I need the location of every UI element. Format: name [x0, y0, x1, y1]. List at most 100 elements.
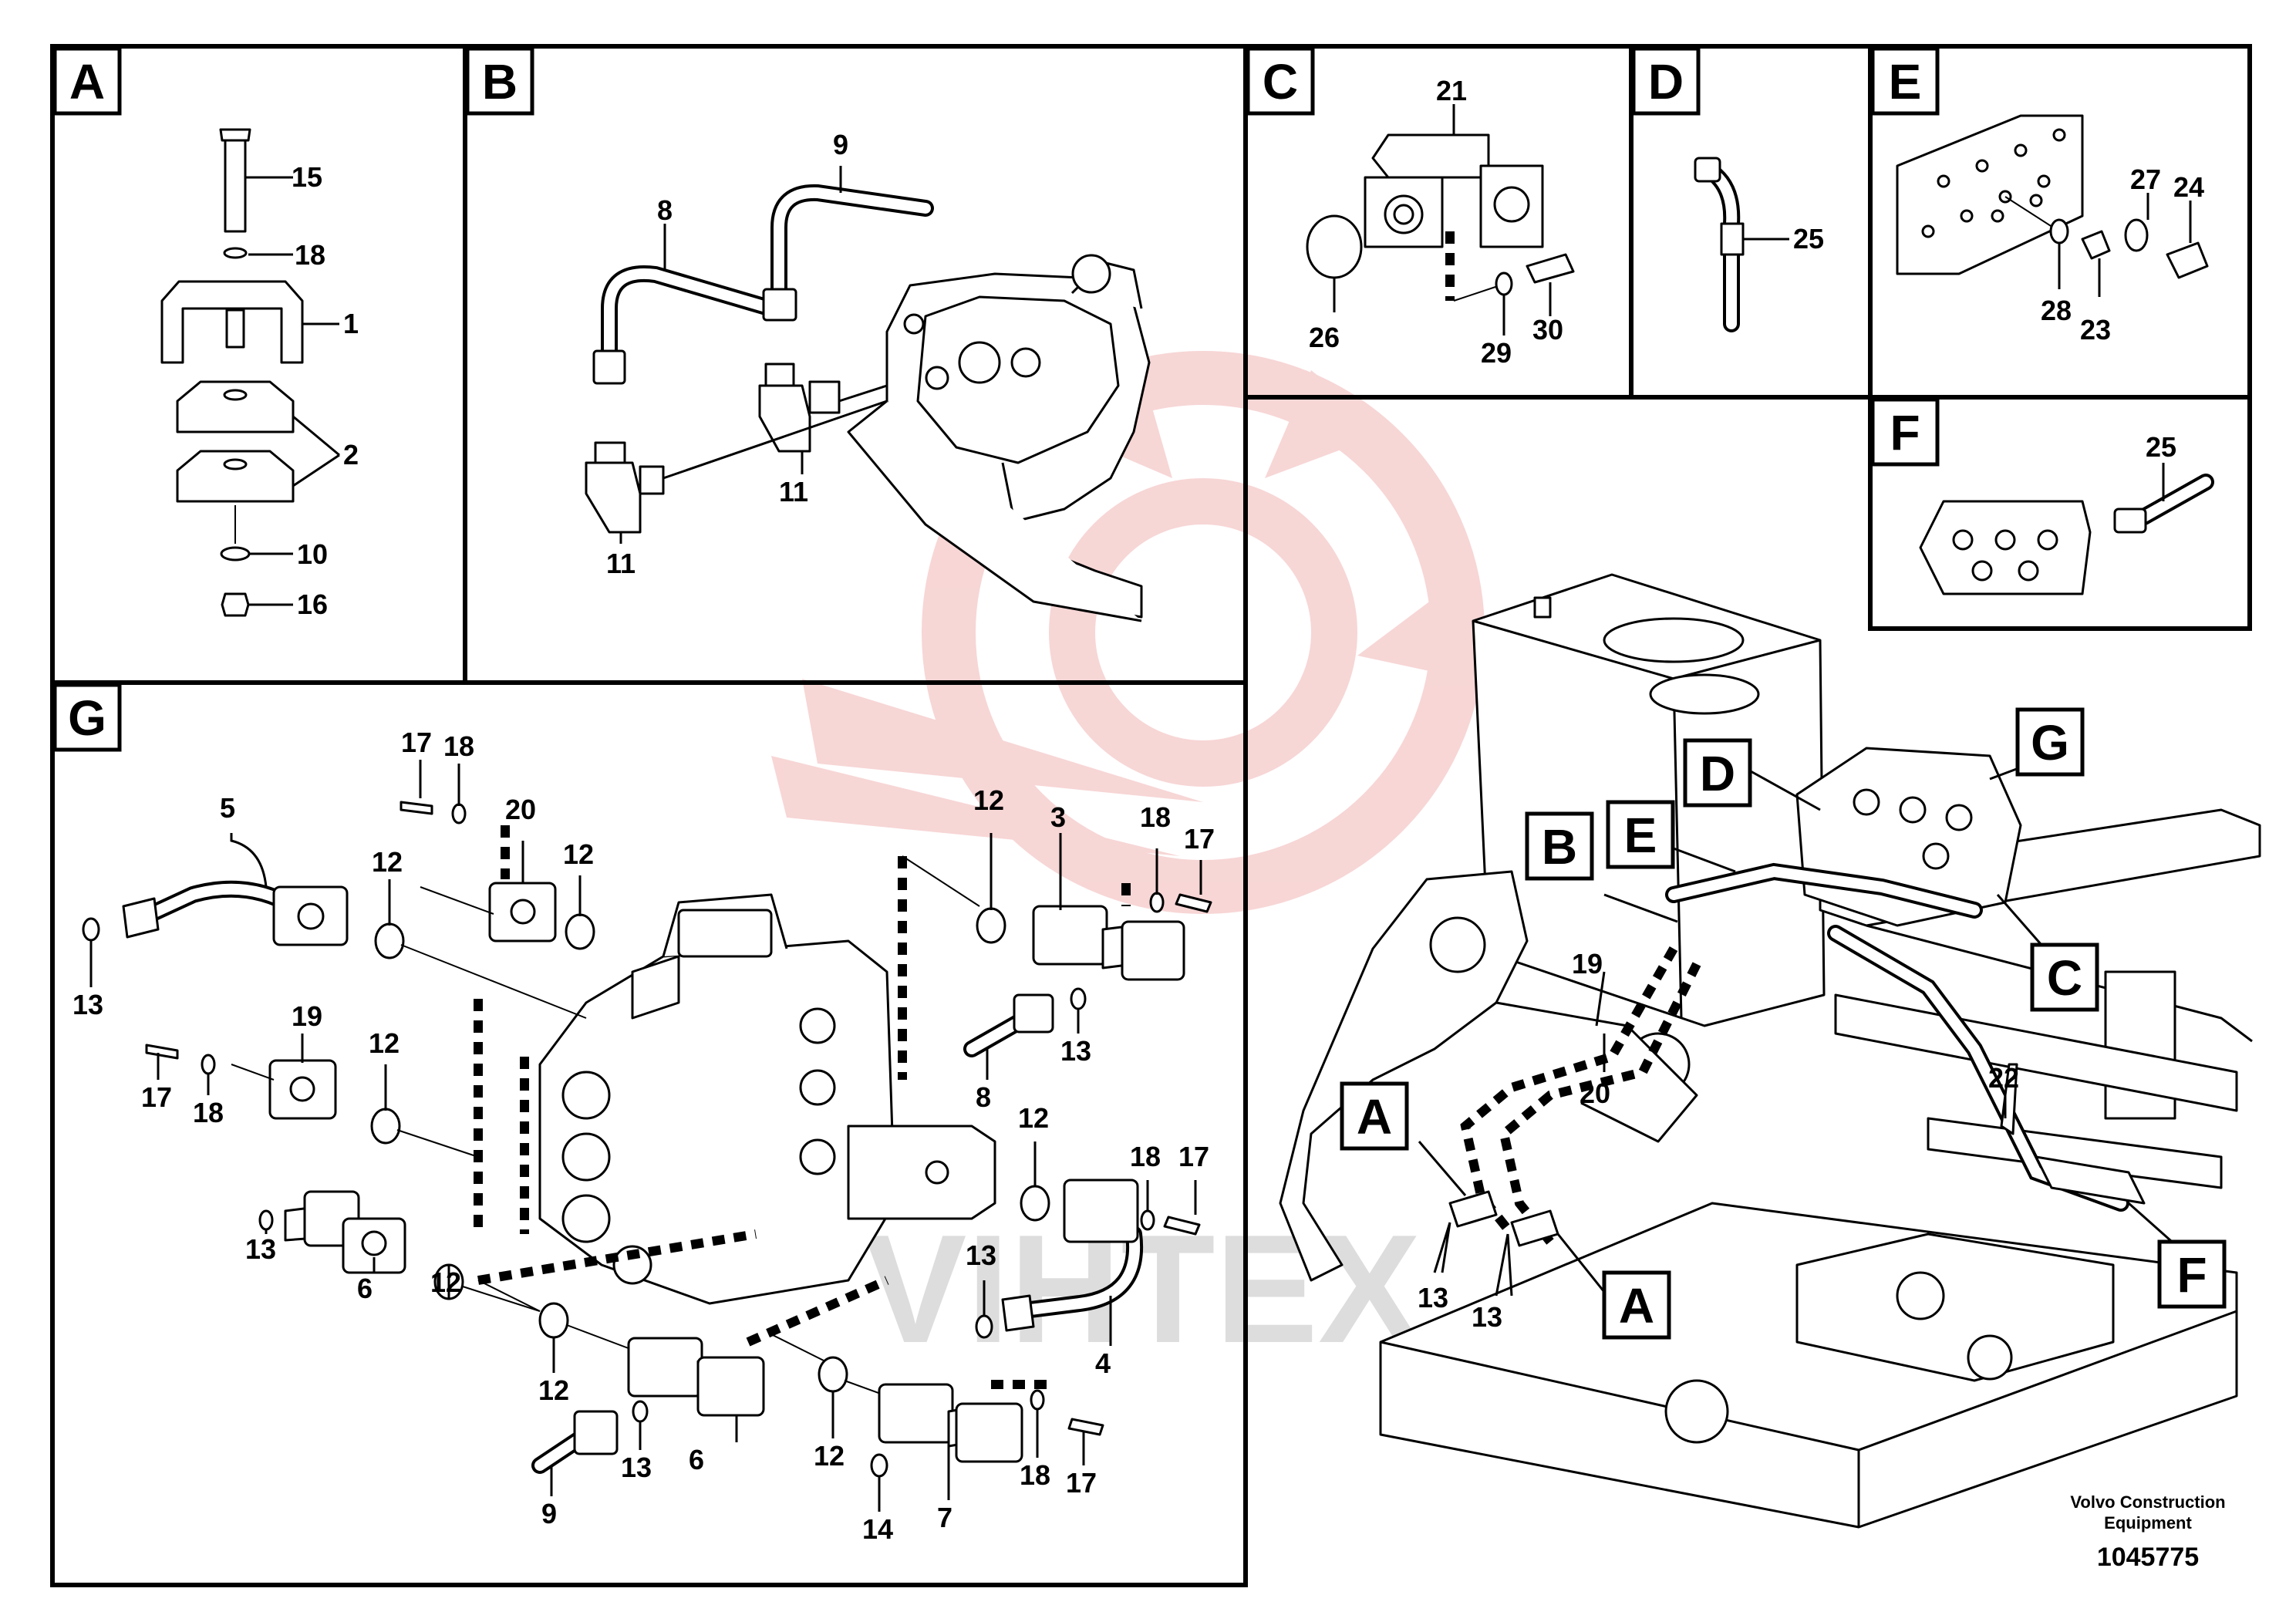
svg-text:B: B: [482, 54, 518, 110]
callout-12: 12: [538, 1374, 569, 1406]
panel-f-tag: F: [1870, 397, 1940, 467]
panel-g-tag: G: [52, 683, 122, 752]
svg-text:C: C: [2047, 950, 2082, 1006]
panel-g-drawing: 17 18 5 20 12 12 13 12 3 18 17 19 12 8 1…: [72, 727, 1215, 1545]
callout-4: 4: [1095, 1347, 1111, 1379]
bolt: [224, 128, 247, 233]
callout-14: 14: [862, 1513, 893, 1545]
callout-17: 17: [1184, 823, 1215, 855]
callout-13: 13: [621, 1452, 652, 1483]
callout-10: 10: [297, 538, 328, 570]
watermark-gear-logo: [771, 351, 1485, 914]
callout-12: 12: [1018, 1102, 1049, 1134]
flange: [1063, 1179, 1139, 1243]
washer: [1495, 271, 1513, 296]
callout-18: 18: [1140, 801, 1171, 833]
callout-2: 2: [343, 439, 359, 470]
svg-text:E: E: [1624, 808, 1657, 863]
o-ring: [2124, 218, 2149, 252]
callout-9: 9: [541, 1498, 557, 1529]
callout-12: 12: [973, 784, 1004, 816]
flange-body: [1371, 133, 1490, 179]
panel-d-tag: D: [1631, 46, 1701, 116]
callout-7: 7: [937, 1502, 952, 1533]
callout-18: 18: [1020, 1459, 1050, 1491]
callout-18: 18: [1130, 1141, 1161, 1172]
washer: [220, 546, 251, 561]
elbow-fitting: [585, 461, 642, 534]
manifold-plate: [1896, 114, 2084, 275]
panel-c-tag: C: [1246, 46, 1315, 116]
overview-tag-c: C: [2030, 943, 2099, 1012]
bolt: [1526, 253, 1575, 284]
callout-13: 13: [966, 1239, 996, 1271]
control-valve: [538, 939, 896, 1305]
plug: [2166, 241, 2209, 279]
callout-18: 18: [193, 1097, 224, 1128]
svg-text:C: C: [1263, 54, 1298, 110]
callout-13: 13: [72, 989, 103, 1020]
svg-text:F: F: [1890, 405, 1920, 460]
overview-tag-b: B: [1525, 811, 1594, 881]
svg-text:A: A: [1619, 1278, 1654, 1334]
callout-1: 1: [343, 308, 359, 339]
overview-tag-g: G: [2015, 707, 2085, 777]
callout-25: 25: [1793, 223, 1824, 255]
callout-20: 20: [1580, 1077, 1610, 1109]
callout-17: 17: [1178, 1141, 1209, 1172]
callout-13: 13: [1060, 1035, 1091, 1067]
callout-17: 17: [141, 1081, 172, 1113]
panel-a-frame: [50, 44, 467, 685]
callout-18: 18: [443, 730, 474, 762]
callout-8: 8: [976, 1081, 991, 1113]
callout-24: 24: [2173, 171, 2204, 203]
o-ring: [1306, 214, 1363, 279]
callout-8: 8: [657, 194, 673, 226]
callout-30: 30: [1532, 314, 1563, 346]
clamp-cap: [160, 280, 304, 364]
callout-17: 17: [401, 727, 432, 758]
flange: [878, 1383, 954, 1444]
o-ring: [2049, 218, 2069, 244]
panel-c-drawing: 21 26 29 30: [1306, 75, 1575, 369]
callout-6: 6: [357, 1273, 373, 1304]
watermark: VIHTEX: [771, 351, 1485, 1375]
panel-e-tag: E: [1870, 46, 1940, 116]
washer: [223, 247, 248, 259]
callout-25: 25: [2146, 431, 2176, 463]
callout-13: 13: [1418, 1282, 1448, 1313]
panel-d-drawing: 25: [1694, 157, 1824, 332]
panel-f-drawing: 25: [1919, 431, 2214, 595]
callout-16: 16: [297, 588, 328, 620]
overview-tag-e: E: [1606, 800, 1675, 869]
watermark-text: VIHTEX: [864, 1203, 1421, 1375]
panel-b-tag: B: [465, 46, 534, 116]
machine-overview: D G B E A C A F 19 20: [1279, 573, 2261, 1529]
callout-12: 12: [814, 1440, 845, 1472]
callout-21: 21: [1436, 75, 1467, 106]
clamp-half-upper: [176, 380, 295, 433]
clamp-half-lower: [176, 450, 295, 503]
callout-5: 5: [220, 792, 235, 824]
callout-19: 19: [1572, 948, 1603, 980]
callout-18: 18: [295, 239, 325, 271]
company-name: Volvo Construction: [2070, 1492, 2225, 1512]
footer: Volvo Construction Equipment 1045775: [2070, 1492, 2225, 1572]
callout-3: 3: [1050, 801, 1066, 833]
svg-text:A: A: [1357, 1089, 1392, 1145]
callout-12: 12: [369, 1027, 400, 1059]
callout-23: 23: [2080, 314, 2111, 346]
svg-text:E: E: [1889, 54, 1922, 110]
panel-a-tag: A: [52, 46, 122, 116]
callout-19: 19: [292, 1000, 322, 1032]
callout-11: 11: [779, 476, 808, 508]
callout-11: 11: [606, 548, 636, 579]
callout-26: 26: [1309, 322, 1340, 353]
flange: [1032, 905, 1108, 966]
company-name-line2: Equipment: [2104, 1513, 2192, 1533]
callout-13: 13: [1472, 1301, 1502, 1333]
overview-tag-d: D: [1683, 738, 1752, 808]
svg-text:B: B: [1542, 819, 1577, 875]
panel-g-frame: [50, 680, 1248, 1587]
